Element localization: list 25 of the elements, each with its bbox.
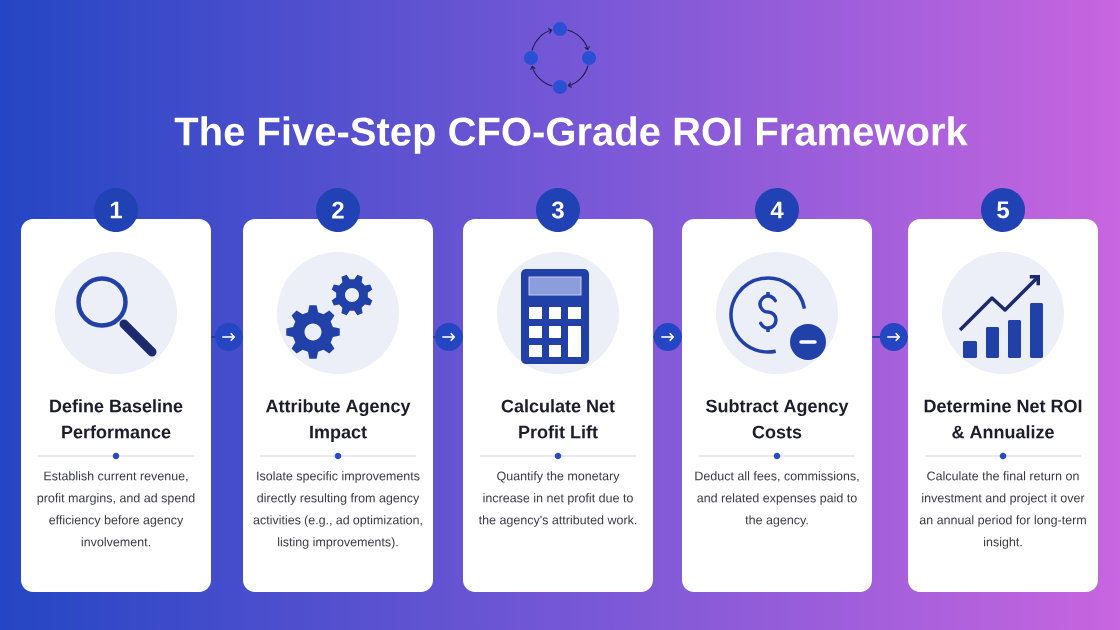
step-card — [682, 219, 872, 592]
arrow — [871, 323, 909, 351]
number-badge: 5 — [981, 188, 1025, 232]
step-card — [21, 219, 211, 592]
card-heading: Define Baseline Performance — [50, 399, 183, 439]
card-text: Calculate the final return on investment and project it over an annual period for long-term insight. — [919, 471, 1086, 549]
step-card — [243, 219, 433, 592]
card-text: Establish current revenue, profit margins, and ad spend efficiency before agency involvement. — [37, 471, 195, 547]
number-badge: 4 — [755, 188, 799, 232]
card-heading: Subtract Agency Costs — [706, 399, 849, 439]
step-card — [908, 219, 1098, 592]
card-heading: Calculate Net Profit Lift — [501, 399, 615, 439]
title: The Five-Step CFO-Grade ROI Framework — [174, 116, 968, 154]
arrow — [432, 323, 464, 351]
arrow — [210, 323, 244, 351]
card-text: Deduct all fees, commissions, and related expenses paid to the agency. — [695, 471, 859, 527]
card-text: Isolate specific improvements directly resulting from agency activities (e.g., ad optimization, listing improvements). — [253, 471, 422, 549]
card-text: Quantify the monetary increase in net profit due to the agency's attributed work. — [478, 471, 637, 527]
arrow — [652, 323, 683, 351]
card-heading: Attribute Agency Impact — [265, 399, 411, 442]
number-badge: 3 — [536, 188, 580, 232]
number-badge: 2 — [316, 188, 360, 232]
step-card — [463, 219, 653, 592]
number-badge: 1 — [94, 188, 138, 232]
card-heading: Determine Net ROI & Annualize — [924, 399, 1082, 439]
